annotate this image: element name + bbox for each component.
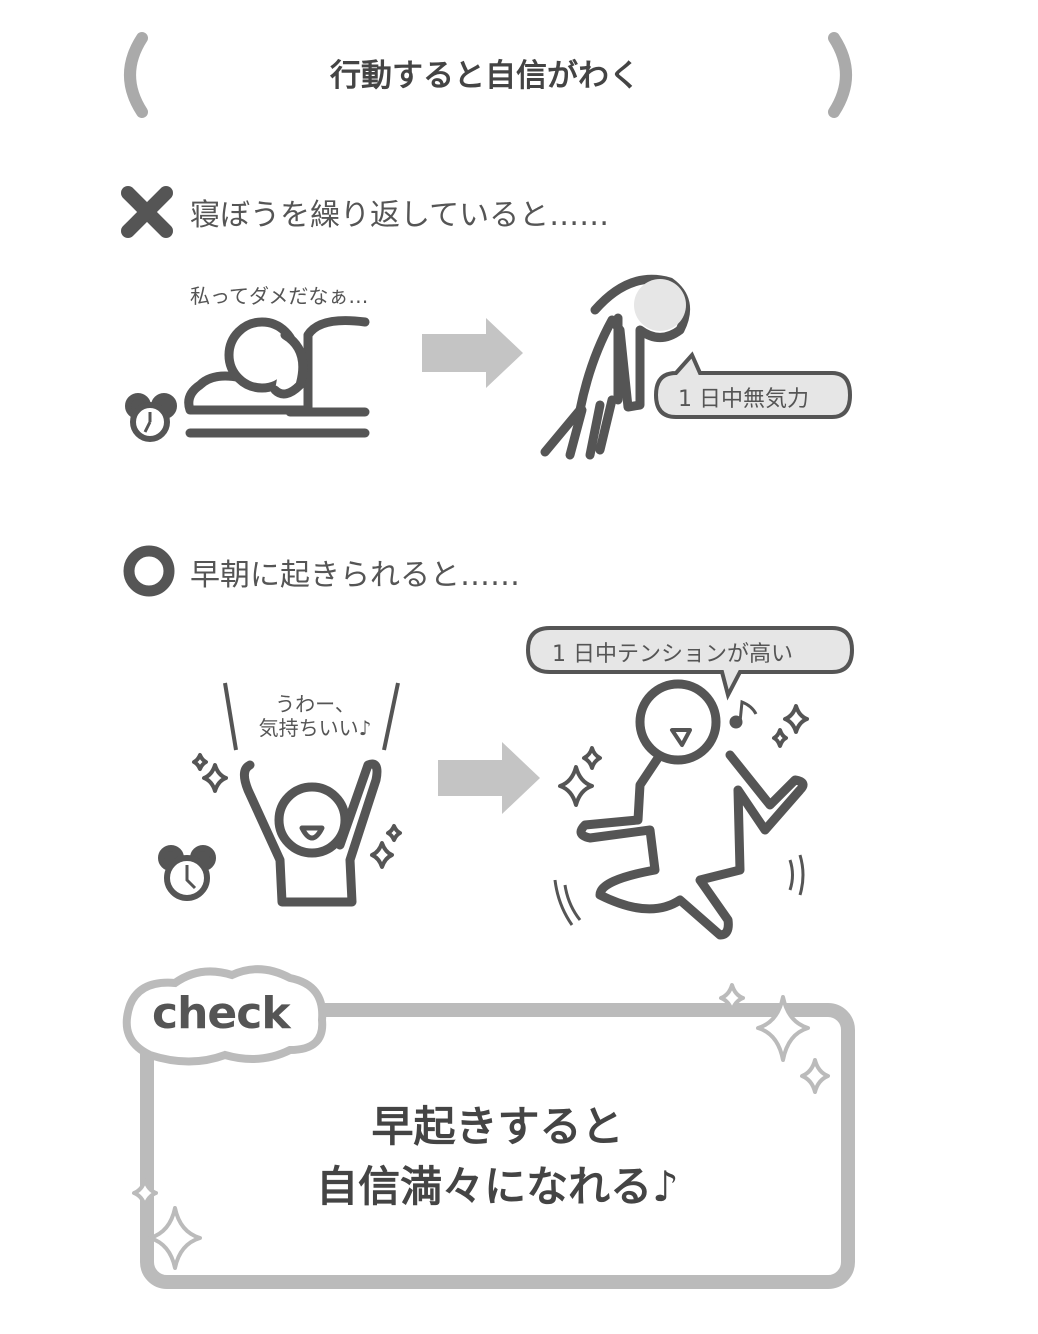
dancing-person-illustration [576, 679, 808, 940]
sparkle-icon [132, 983, 830, 1270]
music-note-icon [729, 699, 758, 729]
check-box-frame [140, 1003, 855, 1289]
right-bracket-decoration [828, 32, 852, 118]
alarm-clock-icon [158, 845, 216, 901]
page-title: 行動すると自信がわく [330, 58, 640, 94]
cross-icon [121, 186, 173, 238]
speech-bubble [653, 351, 853, 419]
speech-bubble [525, 626, 855, 701]
check-cloud-badge [122, 965, 327, 1066]
check-label: check [152, 988, 291, 1039]
left-bracket-decoration [124, 32, 148, 118]
exclaim-text: うわー、 気持ちいい♪ [240, 692, 390, 740]
sleeping-person-illustration [184, 316, 370, 438]
motion-lines [553, 854, 805, 926]
alarm-clock-icon [125, 393, 177, 442]
bubble-text: 1 日中テンションが高い [552, 642, 793, 667]
sparkle-icon [192, 704, 809, 869]
exclaim-lines [223, 682, 400, 751]
bubble-text: 1 日中無気力 [678, 387, 809, 412]
bad-case-heading: 寝ぼうを繰り返していると…… [190, 198, 610, 233]
arrow-right-icon [422, 318, 523, 388]
thought-text: 私ってダメだなぁ… [190, 284, 369, 308]
exclaim-line-2: 気持ちいい♪ [258, 716, 372, 740]
conclusion-line-1: 早起きすると [371, 1102, 624, 1151]
circle-icon [123, 545, 175, 597]
conclusion-line-2: 自信満々になれる♪ [316, 1162, 679, 1211]
cheering-person-illustration [240, 759, 382, 907]
good-case-heading: 早朝に起きられると…… [190, 558, 520, 593]
exclaim-line-1: うわー、 [275, 692, 355, 716]
arrow-right-icon [438, 742, 540, 814]
slumped-person-illustration [540, 274, 691, 460]
